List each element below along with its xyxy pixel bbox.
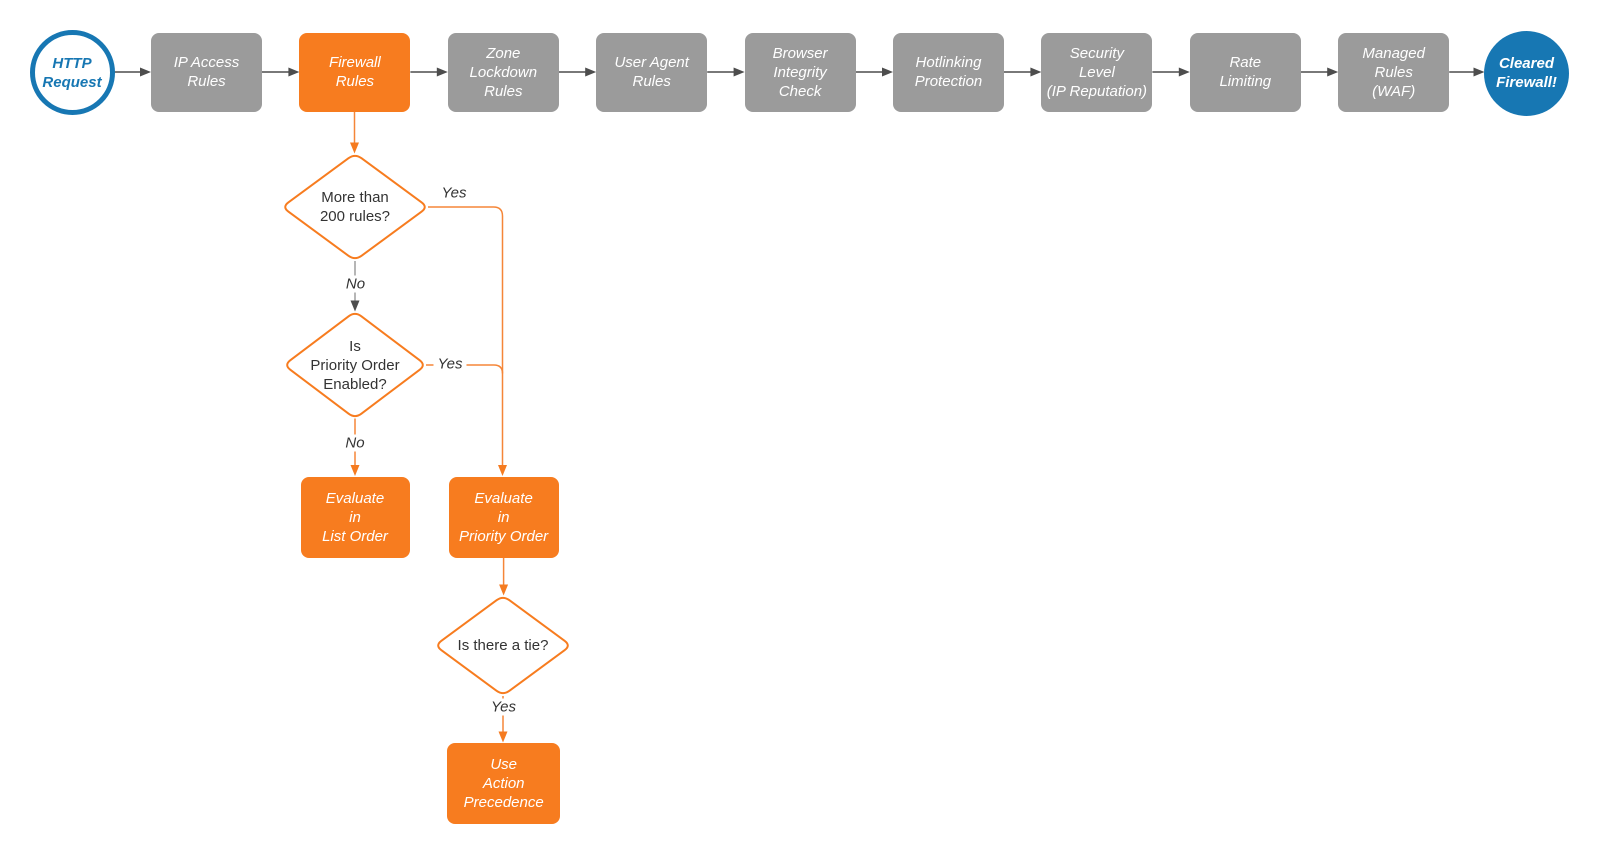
node-security-level: Security Level (IP Reputation) (1041, 32, 1153, 112)
node-rate-limiting-label: Rate Limiting (1219, 54, 1272, 90)
arrowhead-to-evaluate-priority (498, 465, 507, 476)
node-user-agent-rules: User Agent Rules (596, 32, 708, 112)
decision-priority-order-label: Is Priority Order Enabled? (310, 337, 400, 393)
edge-label-priority-enabled-yes: Yes (433, 355, 467, 372)
node-hotlinking-protection: Hotlinking Protection (893, 32, 1004, 112)
arrowhead-to-decision3 (499, 584, 509, 596)
decision-shapes (284, 154, 569, 695)
decision-more-than-200-label: More than 200 rules? (319, 189, 391, 225)
node-decision-tie: Is there a tie? (435, 596, 571, 696)
decision-tie-shape (437, 596, 569, 695)
arrowhead-to-security-level (1030, 67, 1042, 77)
arrowhead-to-zone-lockdown (436, 67, 448, 77)
connector-decision2-yes (426, 364, 504, 374)
node-ip-access-rules-label: IP Access Rules (173, 54, 240, 90)
orange-connector-lines (353, 112, 505, 732)
arrowhead-to-rate-limiting (1178, 67, 1190, 77)
arrowhead-to-ip-access (140, 67, 151, 77)
arrowhead-to-decision2 (350, 300, 360, 312)
arrowhead-to-user-agent (585, 67, 597, 77)
edge-label-more-than-200-no: No (341, 275, 370, 293)
decision-more-than-200-shape (284, 154, 426, 260)
node-browser-integrity-check: Browser Integrity Check (744, 32, 856, 112)
node-firewall-rules-label: Firewall Rules (329, 54, 381, 90)
node-hotlinking-protection-label: Hotlinking Protection (914, 54, 983, 90)
node-cleared-firewall-label: Cleared Firewall! (1496, 55, 1557, 91)
arrowhead-to-end (1473, 67, 1485, 77)
node-zone-lockdown-rules-label: Zone Lockdown Rules (469, 44, 538, 100)
node-http-request: HTTP Request (29, 30, 115, 115)
node-cleared-firewall: Cleared Firewall! (1484, 30, 1569, 116)
arrowhead-to-firewall (288, 67, 300, 77)
node-evaluate-in-priority-order-label: Evaluate in Priority Order (459, 489, 549, 545)
connector-decision1-yes (428, 206, 504, 465)
node-ip-access-rules: IP Access Rules (151, 32, 262, 112)
arrowhead-to-browser-integrity (733, 67, 745, 77)
decision-priority-order-shape (286, 312, 424, 418)
node-decision-more-than-200: More than 200 rules? (282, 154, 428, 261)
node-browser-integrity-check-label: Browser Integrity Check (772, 44, 828, 100)
decision-tie-label: Is there a tie? (457, 637, 549, 654)
arrowhead-to-decision1 (350, 142, 359, 154)
arrowhead-to-use-action-precedence (498, 731, 508, 743)
node-evaluate-in-priority-order: Evaluate in Priority Order (448, 476, 559, 558)
node-evaluate-in-list-order: Evaluate in List Order (300, 476, 410, 558)
node-zone-lockdown-rules: Zone Lockdown Rules (447, 32, 559, 112)
arrowhead-to-managed-rules (1327, 67, 1339, 77)
top-row-arrowheads (140, 67, 1485, 77)
node-use-action-precedence-label: Use Action Precedence (463, 756, 544, 811)
node-managed-rules-waf-label: Managed Rules (WAF) (1362, 44, 1425, 100)
orange-arrowheads (350, 142, 509, 743)
node-rate-limiting: Rate Limiting (1189, 32, 1301, 112)
node-security-level-label: Security Level (IP Reputation) (1046, 44, 1148, 100)
node-firewall-rules: Firewall Rules (299, 32, 411, 112)
edge-label-tie-yes: Yes (486, 698, 521, 715)
arrowhead-to-hotlinking (882, 67, 893, 77)
node-use-action-precedence: Use Action Precedence (447, 743, 560, 824)
node-http-request-label: HTTP Request (42, 54, 102, 91)
node-decision-priority-order: Is Priority Order Enabled? (284, 312, 426, 419)
node-managed-rules-waf: Managed Rules (WAF) (1338, 32, 1450, 112)
node-user-agent-rules-label: User Agent Rules (614, 54, 689, 90)
edge-label-more-than-200-yes: Yes (437, 184, 471, 202)
arrowhead-to-evaluate-list (350, 465, 360, 476)
node-evaluate-in-list-order-label: Evaluate in List Order (322, 489, 388, 545)
edge-label-priority-enabled-no: No (341, 434, 369, 451)
